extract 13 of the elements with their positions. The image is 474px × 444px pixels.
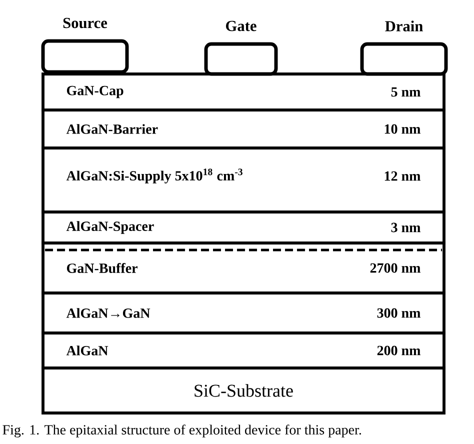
layer-band: AlGaN-Barrier 10 nm	[42, 108, 446, 150]
caption: Fig. 1. The epitaxial structure of exploited device for this paper.	[2, 424, 362, 438]
layer-band: GaN-Buffer 2700 nm	[42, 242, 446, 294]
layer-band: SiC-Substrate	[42, 366, 446, 414]
node-label: Source	[63, 18, 108, 28]
contact-pad: Source	[41, 18, 129, 74]
node-label: Drain	[385, 20, 423, 32]
layer-band: AlGaN:Si-Supply 5x10$^{18}$ cm$^{-3}$ 12 nm	[42, 146, 446, 214]
layer-band: AlGaN 200 nm	[42, 332, 446, 370]
layer-band: AlGaN→GaN 300 nm	[42, 292, 446, 334]
node-label: Gate	[226, 20, 256, 32]
layer-band: GaN-Cap 5 nm	[42, 72, 446, 112]
layer-band: AlGaN-Spacer 3 nm	[42, 210, 446, 244]
